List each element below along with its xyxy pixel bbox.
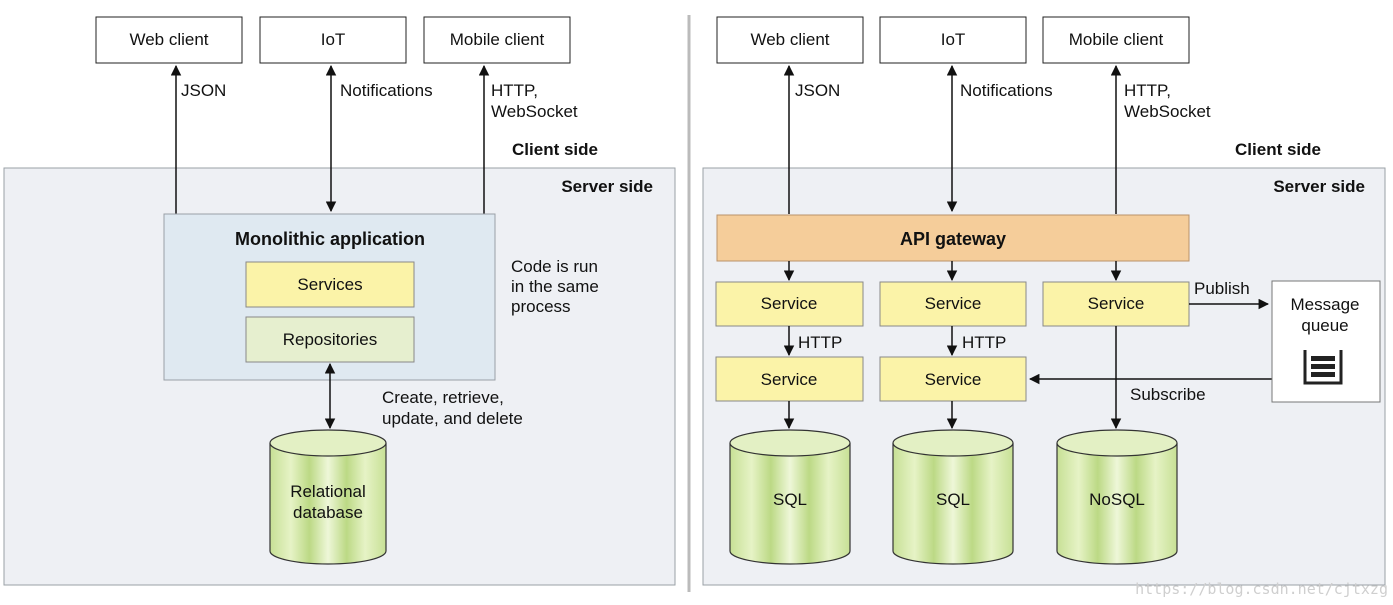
right-server-side-label: Server side [1273, 177, 1365, 196]
sql-database-2-label: SQL [936, 490, 970, 509]
services-box [245, 261, 415, 308]
publish-label: Publish [1194, 279, 1250, 298]
services-label: Services [297, 275, 362, 294]
nosql-database-cylinder [1056, 429, 1178, 565]
api-gateway-box [716, 214, 1190, 262]
right-client-side-label: Client side [1235, 140, 1321, 159]
relational-database-line1: Relational [290, 482, 366, 501]
process-note-line3: process [511, 297, 571, 316]
sql-database-2-cylinder [892, 429, 1014, 565]
nosql-database-label: NoSQL [1089, 490, 1145, 509]
queue-icon [1303, 350, 1343, 385]
repositories-box [245, 316, 415, 363]
message-queue-line1: Message [1291, 295, 1360, 314]
sql-database-1-label: SQL [773, 490, 807, 509]
right-iot-label: IoT [941, 30, 966, 49]
right-json-label: JSON [795, 81, 840, 100]
left-web-client-box [95, 16, 243, 64]
left-iot-label: IoT [321, 30, 346, 49]
left-client-side-label: Client side [512, 140, 598, 159]
service-top-2-box [879, 281, 1027, 327]
process-note-line2: in the same [511, 277, 599, 296]
relational-database-line2: database [293, 503, 363, 522]
message-queue-line2: queue [1301, 316, 1348, 335]
left-server-side-label: Server side [561, 177, 653, 196]
subscribe-label: Subscribe [1130, 385, 1206, 404]
repositories-label: Repositories [283, 330, 378, 349]
left-json-label: JSON [181, 81, 226, 100]
right-notifications-label: Notifications [960, 81, 1053, 100]
service-bottom-1-label: Service [761, 370, 818, 389]
right-web-client-label: Web client [750, 30, 829, 49]
right-websocket-label: WebSocket [1124, 102, 1211, 121]
service-top-3-label: Service [1088, 294, 1145, 313]
api-gateway-label: API gateway [900, 229, 1006, 249]
http-label-2: HTTP [962, 333, 1006, 352]
right-iot-box [879, 16, 1027, 64]
monolithic-panel: Web client IoT Mobile client JSON Notifi… [3, 16, 676, 586]
crud-note-line2: update, and delete [382, 409, 523, 428]
service-top-2-label: Service [925, 294, 982, 313]
service-top-3-box [1042, 281, 1190, 327]
left-notifications-label: Notifications [340, 81, 433, 100]
process-note-line1: Code is run [511, 257, 598, 276]
left-iot-box [259, 16, 407, 64]
crud-note-line1: Create, retrieve, [382, 388, 504, 407]
left-websocket-label: WebSocket [491, 102, 578, 121]
left-mobile-client-label: Mobile client [450, 30, 545, 49]
service-top-1-box [715, 281, 864, 327]
service-bottom-2-label: Service [925, 370, 982, 389]
monolithic-app-title: Monolithic application [235, 229, 425, 249]
right-mobile-client-label: Mobile client [1069, 30, 1164, 49]
left-http-label: HTTP, [491, 81, 538, 100]
service-bottom-2-box [879, 356, 1027, 402]
right-mobile-client-box [1042, 16, 1190, 64]
service-top-1-label: Service [761, 294, 818, 313]
left-web-client-label: Web client [129, 30, 208, 49]
sql-database-1-cylinder [729, 429, 851, 565]
http-label-1: HTTP [798, 333, 842, 352]
left-mobile-client-box [423, 16, 571, 64]
microservices-panel: Web client IoT Mobile client JSON Notifi… [702, 16, 1386, 586]
right-http-label: HTTP, [1124, 81, 1171, 100]
relational-database-cylinder [269, 429, 387, 565]
right-web-client-box [716, 16, 864, 64]
service-bottom-1-box [715, 356, 864, 402]
watermark-text: https://blog.csdn.net/cjtxzg [1135, 580, 1388, 598]
